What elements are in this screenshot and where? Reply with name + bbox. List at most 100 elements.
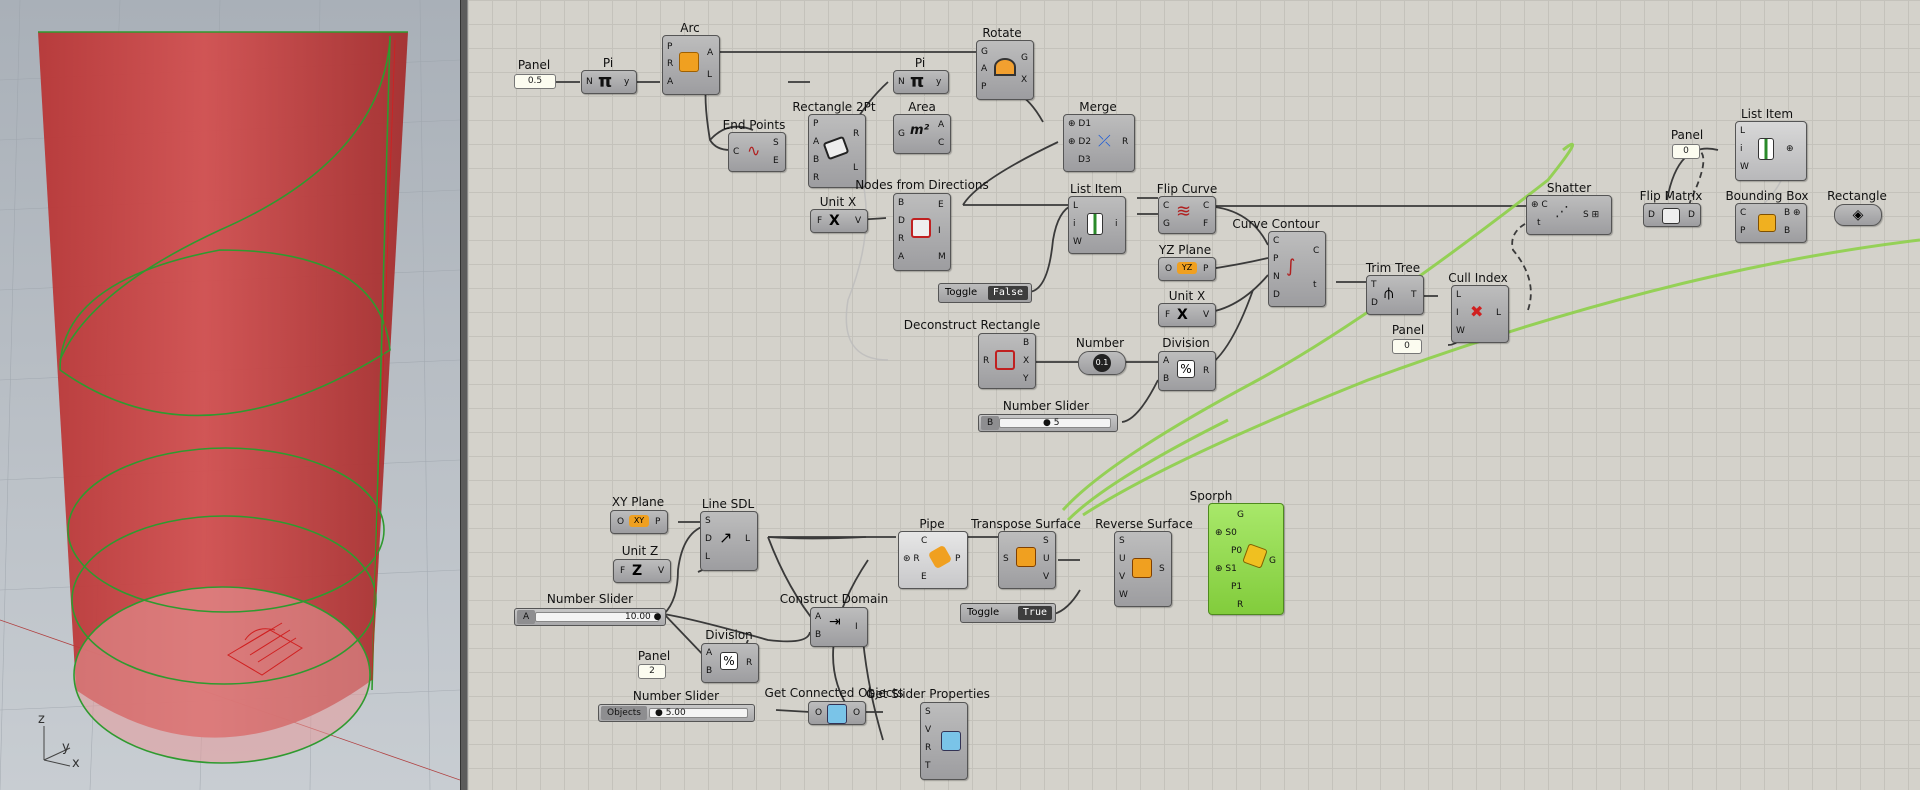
rectangle-title: Rectangle bbox=[1827, 189, 1887, 203]
value-panel[interactable]: 0.5 bbox=[514, 74, 556, 89]
bounding-box-icon bbox=[1758, 214, 1776, 232]
area-icon: m² bbox=[910, 123, 930, 138]
deconstructrect-title: Deconstruct Rectangle bbox=[903, 318, 1041, 332]
unit-x-icon: X bbox=[1177, 307, 1188, 323]
construct-domain-icon: ⇥ bbox=[829, 614, 841, 630]
number-slider[interactable]: B ● 5 bbox=[978, 414, 1118, 432]
pi-title: Pi bbox=[602, 56, 614, 70]
list-item-icon bbox=[1087, 213, 1103, 235]
transpose-surface-icon bbox=[1016, 547, 1036, 567]
merge-icon: ⤫ bbox=[1098, 131, 1111, 150]
rectangle-param-icon: ◈ bbox=[1852, 207, 1864, 223]
cullindex-title: Cull Index bbox=[1448, 271, 1508, 285]
viewport-scene bbox=[0, 0, 460, 790]
get-connected-icon bbox=[827, 704, 847, 724]
number-title: Number bbox=[1075, 336, 1125, 350]
pi-component-2[interactable]: N π y bbox=[893, 70, 949, 94]
curvecontour-title: Curve Contour bbox=[1232, 217, 1320, 231]
axis-x-label: x bbox=[72, 756, 80, 771]
rhino-viewport[interactable]: z y x bbox=[0, 0, 460, 790]
arc-icon bbox=[679, 52, 699, 72]
linesdl-title: Line SDL bbox=[701, 497, 755, 511]
shatter-icon: ⋰ bbox=[1555, 204, 1569, 220]
unit-x-component-2[interactable]: F X V bbox=[1158, 303, 1216, 327]
getsliderprops-title: Get Slider Properties bbox=[866, 687, 990, 701]
slider3-title: Number Slider bbox=[632, 689, 720, 703]
flip-matrix-component[interactable]: D D bbox=[1643, 203, 1701, 227]
value-panel-4[interactable]: 2 bbox=[638, 664, 666, 679]
division-icon: % bbox=[1177, 360, 1195, 378]
rotate-title: Rotate bbox=[982, 26, 1022, 40]
yz-plane-component[interactable]: O YZ P bbox=[1158, 257, 1216, 281]
sporph-component[interactable]: G ⊕ S0 P0 ⊕ S1 P1 R G bbox=[1208, 503, 1284, 615]
number-slider-3[interactable]: Objects ● 5.00 bbox=[598, 704, 755, 722]
panel-title: Panel bbox=[517, 58, 551, 72]
number-component[interactable]: 0.1 bbox=[1078, 351, 1126, 375]
curve-contour-icon: ∫ bbox=[1286, 256, 1296, 277]
slider2-title: Number Slider bbox=[546, 592, 634, 606]
boolean-toggle-2[interactable]: Toggle True bbox=[960, 603, 1056, 623]
panel4-title: Panel bbox=[637, 649, 671, 663]
value-panel-3[interactable]: 0 bbox=[1392, 339, 1422, 354]
number-slider-2[interactable]: A 10.00 ● bbox=[514, 608, 666, 626]
pi-component[interactable]: N π y bbox=[581, 70, 637, 94]
nodes-title: Nodes from Directions bbox=[855, 178, 989, 192]
rotate-icon bbox=[994, 58, 1016, 76]
green-wires bbox=[1061, 142, 1920, 522]
pipe-icon bbox=[927, 544, 953, 570]
yz-plane-icon: YZ bbox=[1177, 262, 1197, 274]
boolean-toggle[interactable]: Toggle False bbox=[938, 283, 1032, 303]
xy-plane-component[interactable]: O XY P bbox=[610, 510, 668, 534]
axis-gizmo: z y x bbox=[30, 712, 90, 774]
unit-x-component[interactable]: F X V bbox=[810, 209, 868, 233]
splitter[interactable] bbox=[460, 0, 468, 790]
pi2-title: Pi bbox=[914, 56, 926, 70]
pi-icon: π bbox=[598, 71, 613, 92]
flipcurve-title: Flip Curve bbox=[1156, 182, 1218, 196]
pi-icon: π bbox=[910, 71, 925, 92]
value-panel-2[interactable]: 0 bbox=[1672, 144, 1700, 159]
reversesurface-title: Reverse Surface bbox=[1095, 517, 1193, 531]
sporph-icon bbox=[1242, 543, 1268, 569]
reverse-surface-icon bbox=[1132, 558, 1152, 578]
endpoints-title: End Points bbox=[722, 118, 786, 132]
rectangle-param[interactable]: ◈ bbox=[1834, 204, 1882, 226]
shatter-title: Shatter bbox=[1546, 181, 1592, 195]
axis-z-label: z bbox=[38, 712, 45, 727]
trimtree-title: Trim Tree bbox=[1365, 261, 1421, 275]
nodes-icon bbox=[911, 218, 931, 238]
get-connected-objects-component[interactable]: O O bbox=[808, 701, 866, 725]
flipmatrix-title: Flip Matrix bbox=[1639, 189, 1703, 203]
transposesurface-title: Transpose Surface bbox=[971, 517, 1081, 531]
unit-z-component[interactable]: F Z V bbox=[613, 559, 671, 583]
division1-title: Division bbox=[1162, 336, 1210, 350]
unitz-title: Unit Z bbox=[621, 544, 659, 558]
toggle-value: True bbox=[1017, 606, 1052, 620]
listitem2-title: List Item bbox=[1740, 107, 1794, 121]
